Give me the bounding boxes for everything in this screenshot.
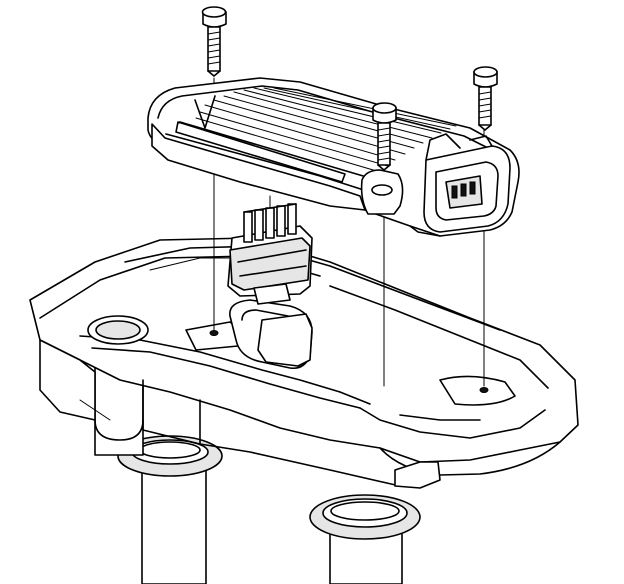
mounting-bolt-left — [201, 6, 227, 77]
module-connector-socket — [423, 133, 511, 233]
cooling-fins — [179, 87, 457, 179]
connector-pins — [243, 203, 297, 243]
mounting-bolt-middle — [372, 102, 397, 171]
support-post-left — [117, 435, 223, 584]
mounting-bolt-right — [473, 66, 498, 131]
wire-harness-connector — [227, 203, 313, 367]
module-housing-with-cooling-fins — [147, 77, 520, 237]
support-post-right — [309, 494, 421, 584]
